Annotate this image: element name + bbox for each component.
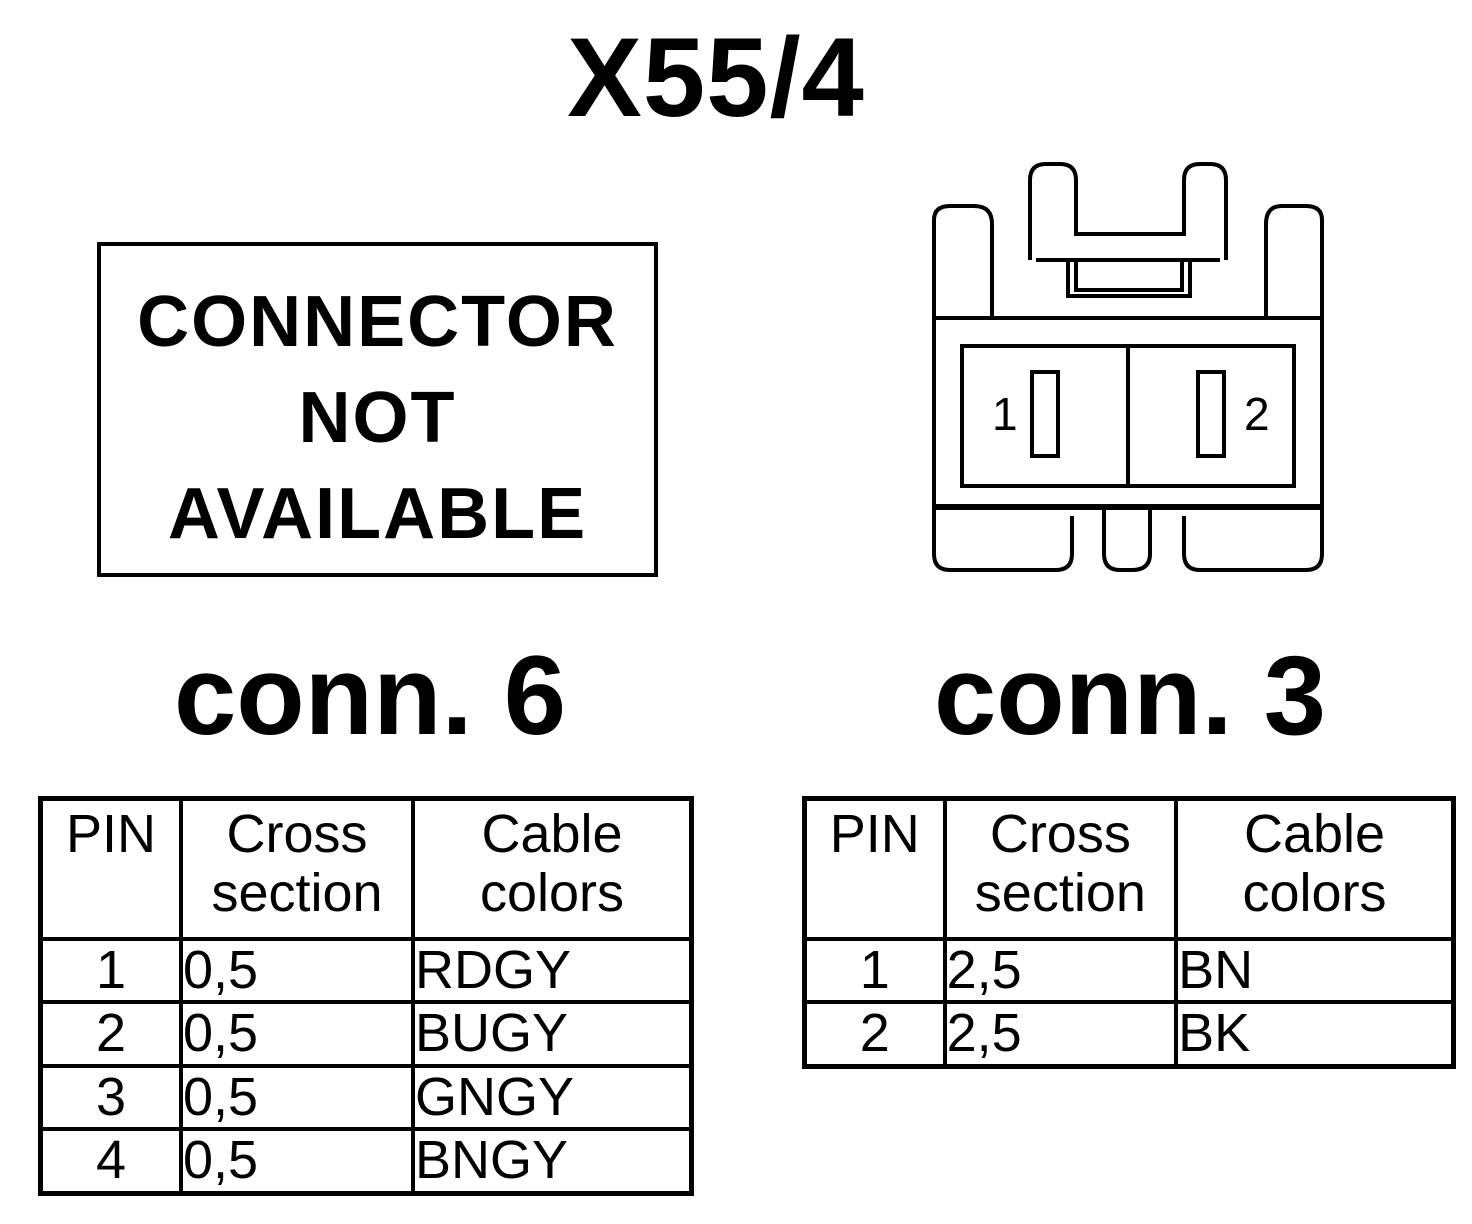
not-available-line-3: AVAILABLE [167, 474, 588, 554]
cross-section-value: 0,5 [179, 936, 415, 1005]
pin-number: 2 [802, 1000, 947, 1069]
conn-6-label: conn. 6 [173, 633, 567, 758]
pin-label-2: 2 [1244, 388, 1270, 440]
connector-right-foot [1182, 510, 1324, 572]
table-row: 4 0,5 BNGY [38, 1127, 694, 1196]
cable-color-value: RDGY [411, 936, 694, 1005]
cross-section-value: 0,5 [179, 1063, 415, 1132]
connector-left-foot [932, 510, 1074, 572]
cross-section-value: 0,5 [179, 1000, 415, 1068]
pin-label-1: 1 [992, 388, 1018, 440]
cross-section-value: 2,5 [942, 1000, 1179, 1069]
pin-number: 1 [802, 936, 947, 1005]
conn-3-label: conn. 3 [933, 633, 1327, 758]
table-row: 2 0,5 BUGY [38, 1000, 694, 1068]
cable-color-value: BN [1174, 936, 1456, 1005]
pin-number: 3 [38, 1063, 183, 1132]
cross-section-value: 0,5 [179, 1127, 415, 1196]
pin-2-contact [1196, 370, 1226, 458]
header-pin: PIN [38, 796, 183, 941]
table-row: 3 0,5 GNGY [38, 1063, 694, 1132]
cross-section-value: 2,5 [942, 936, 1179, 1005]
not-available-line-1: CONNECTOR [137, 282, 618, 362]
connector-right-post [1264, 204, 1324, 318]
pin-1-contact [1030, 370, 1060, 458]
cable-color-value: BNGY [411, 1127, 694, 1196]
pin-number: 1 [38, 936, 183, 1005]
connector-title: X55/4 [567, 15, 865, 140]
connector-3-drawing: 1 2 [932, 162, 1324, 572]
not-available-line-2: NOT [298, 378, 457, 458]
connector-not-available-box: CONNECTOR NOT AVAILABLE [97, 242, 658, 577]
cable-color-value: BK [1174, 1000, 1456, 1069]
connector-left-post [932, 204, 994, 318]
pin-number: 2 [38, 1000, 183, 1068]
connector-center-foot [1102, 510, 1152, 572]
pin-number: 4 [38, 1127, 183, 1196]
cable-color-value: BUGY [411, 1000, 694, 1068]
connector-latch [1028, 162, 1228, 260]
table-row: 1 2,5 BN [802, 936, 1456, 1005]
table-row: 2 2,5 BK [802, 1000, 1456, 1069]
header-pin: PIN [802, 796, 947, 941]
cable-color-value: GNGY [411, 1063, 694, 1132]
table-row: 1 0,5 RDGY [38, 936, 694, 1005]
